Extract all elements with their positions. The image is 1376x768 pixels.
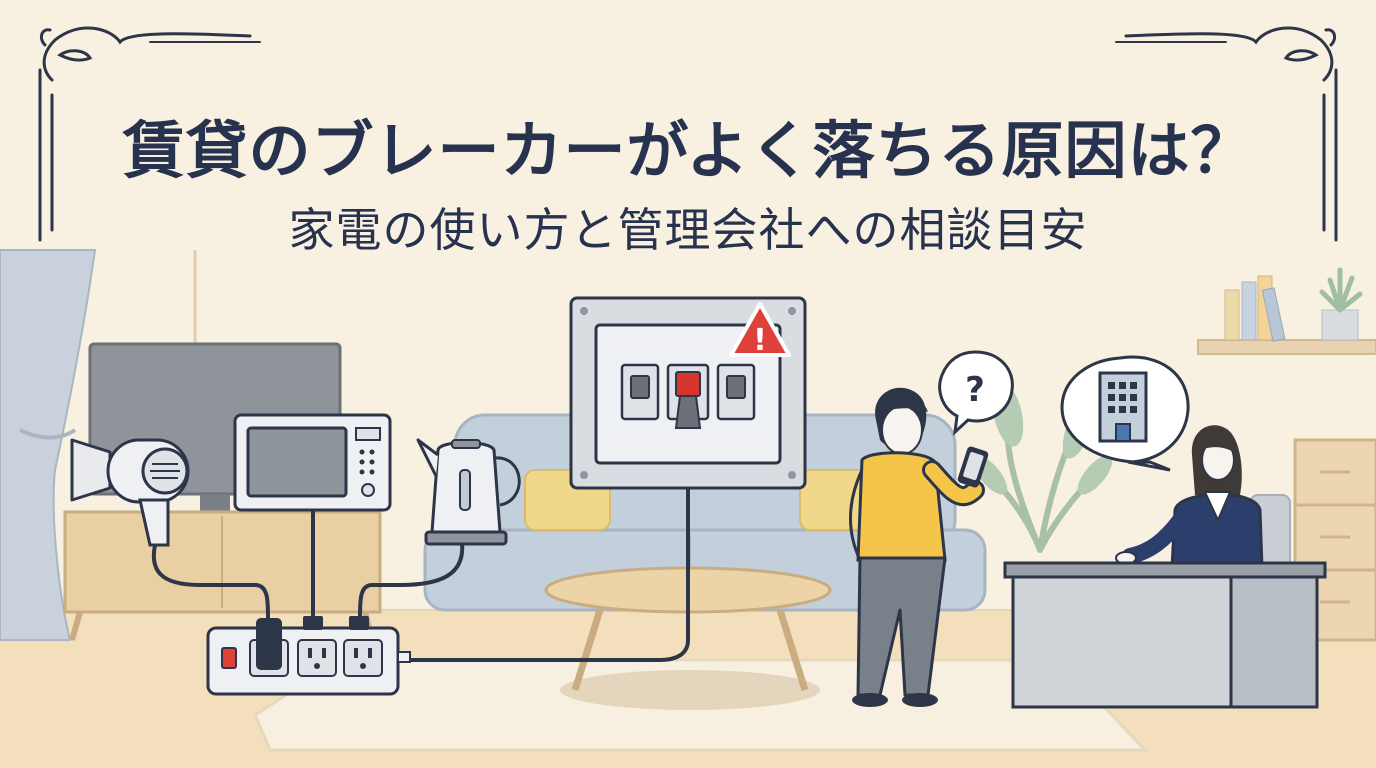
power-strip bbox=[206, 616, 411, 696]
book-4 bbox=[1261, 287, 1286, 342]
question-bubble-icon: ? bbox=[938, 350, 1014, 436]
plug-1 bbox=[256, 618, 282, 670]
tenant-person bbox=[849, 387, 989, 707]
tv-neck bbox=[200, 494, 230, 512]
book-2 bbox=[1241, 281, 1257, 341]
office-building-icon bbox=[1060, 355, 1190, 472]
curtain-tie bbox=[19, 428, 77, 440]
ornament-top-left bbox=[38, 26, 261, 242]
shelf-plant bbox=[1319, 267, 1363, 313]
electric-kettle bbox=[416, 438, 521, 546]
page-title: 賃貸のブレーカーがよく落ちる原因は？ bbox=[122, 114, 1254, 187]
coffee-table-leg-1 bbox=[571, 608, 604, 692]
warning-triangle-icon: ! bbox=[729, 302, 791, 358]
hair-dryer bbox=[70, 438, 190, 547]
question-mark: ? bbox=[965, 370, 985, 410]
book-1 bbox=[1224, 289, 1240, 341]
power-strip-switch bbox=[221, 647, 237, 669]
tv-stand-leg-1 bbox=[69, 611, 83, 641]
plug-2 bbox=[303, 616, 323, 630]
outlet-3 bbox=[343, 639, 383, 677]
office-desk bbox=[1003, 561, 1327, 709]
coffee-table-shadow bbox=[560, 670, 820, 710]
microwave bbox=[233, 413, 392, 512]
coffee-table-leg-2 bbox=[776, 608, 809, 692]
wall-shelf bbox=[1197, 339, 1376, 355]
outlet-2 bbox=[297, 639, 337, 677]
plant-pot bbox=[1321, 309, 1359, 341]
property-manager-person bbox=[1115, 425, 1264, 570]
warning-mark: ! bbox=[753, 323, 767, 358]
ornament-top-right bbox=[1115, 26, 1338, 242]
power-cords bbox=[151, 486, 690, 662]
page-subtitle: 家電の使い方と管理会社への相談目安 bbox=[288, 203, 1088, 257]
plug-3 bbox=[349, 616, 369, 630]
tripped-breaker bbox=[675, 371, 701, 397]
